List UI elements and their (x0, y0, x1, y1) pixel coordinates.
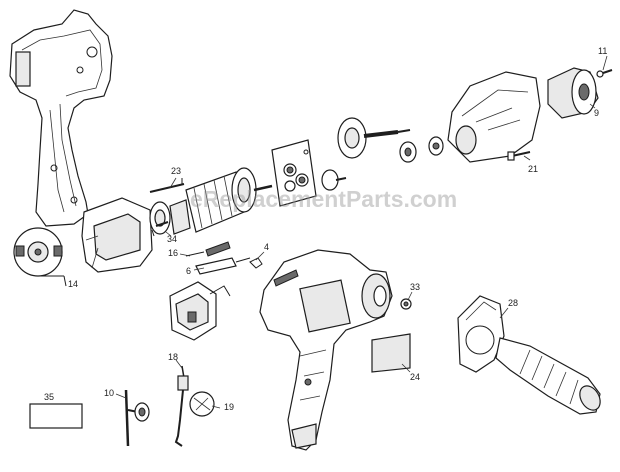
label-plate (371, 333, 411, 373)
callout-34: 34 (167, 234, 178, 244)
carbon-brush (195, 257, 251, 275)
bearings (399, 136, 444, 163)
depth-rod (174, 365, 215, 447)
callout-4: 4 (264, 242, 270, 252)
callout-35: 35 (44, 392, 55, 402)
chuck-key (124, 389, 150, 447)
stator-field (81, 197, 153, 273)
manual (29, 403, 83, 429)
callout-18: 18 (168, 352, 179, 362)
callout-33: 33 (410, 282, 421, 292)
brush-holder-plate (13, 227, 67, 287)
callout-16: 16 (168, 248, 179, 258)
chuck-screw (596, 69, 613, 78)
gear-plate (271, 139, 317, 207)
clip-4 (249, 257, 263, 269)
callout-24: 24 (410, 372, 421, 382)
screw-33 (400, 298, 412, 310)
trigger-switch (169, 281, 231, 341)
housing-half-left (9, 9, 113, 227)
callout-14: 14 (68, 279, 79, 289)
fan (149, 201, 171, 237)
screw-21 (507, 151, 531, 161)
callout-11: 11 (598, 46, 608, 56)
callout-9: 9 (594, 108, 600, 118)
spindle-gear (337, 117, 411, 159)
callout-6: 6 (186, 266, 192, 276)
callout-21: 21 (528, 164, 539, 174)
assembled-drill (259, 249, 393, 451)
gear-case (447, 71, 541, 163)
callout-28: 28 (508, 298, 519, 308)
pinion-gear (321, 169, 347, 191)
armature (155, 167, 273, 235)
callout-10: 10 (104, 388, 115, 398)
side-handle (457, 295, 601, 415)
pin (149, 178, 185, 193)
leader-lines (115, 55, 608, 409)
brush-spring (185, 241, 231, 257)
callout-23: 23 (171, 166, 182, 176)
chuck (547, 67, 599, 119)
watermark-text: eReplacementParts.com (190, 186, 458, 212)
callout-19: 19 (224, 402, 235, 412)
